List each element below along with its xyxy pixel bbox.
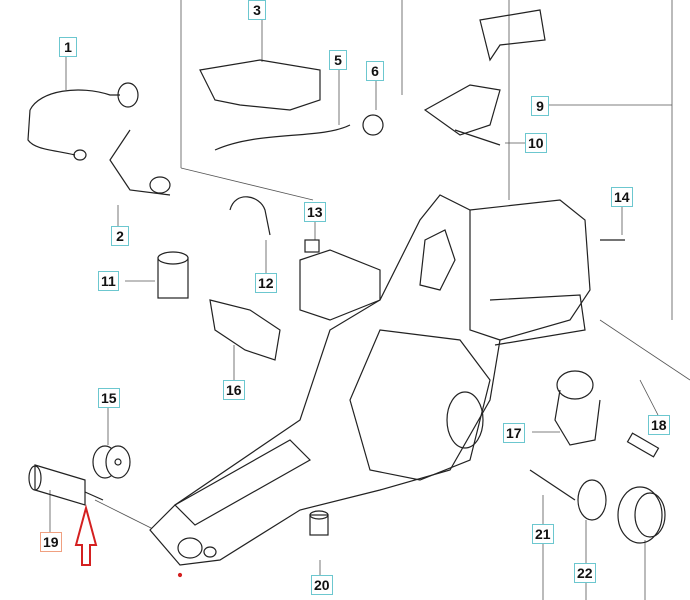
fuel-filter-part-11 (157, 251, 189, 299)
o-ring-part-22 (577, 479, 607, 521)
red-up-arrow (74, 504, 98, 566)
fuel-line-part-2 (109, 129, 171, 196)
cable-part-5 (214, 124, 351, 151)
bushing-part-15 (92, 445, 131, 479)
label-13: 13 (304, 202, 326, 222)
trigger-part-9 (423, 84, 501, 136)
fuel-hose-part-1 (27, 82, 139, 161)
label-22: 22 (574, 563, 596, 583)
crankcase-housing (149, 194, 591, 566)
label-15: 15 (98, 388, 120, 408)
label-11: 11 (98, 271, 119, 291)
label-21: 21 (532, 524, 554, 544)
label-12: 12 (255, 273, 277, 293)
label-19: 19 (40, 532, 62, 552)
label-17: 17 (503, 423, 525, 443)
cover-part-3 (199, 59, 321, 111)
label-10: 10 (525, 133, 547, 153)
leader-lines (49, 0, 690, 600)
oil-cap (617, 486, 666, 544)
rubber-boot-part-17 (554, 370, 601, 446)
label-14: 14 (611, 187, 633, 207)
label-9: 9 (531, 96, 549, 116)
hose-part-12 (229, 196, 271, 236)
guard-part-16 (209, 299, 281, 361)
label-2: 2 (111, 226, 129, 246)
plug-part-20 (309, 510, 329, 536)
label-6: 6 (366, 61, 384, 81)
label-16: 16 (223, 380, 245, 400)
part-6 (362, 114, 384, 136)
pin-part-18 (626, 432, 660, 458)
spring-part-19 (28, 464, 104, 506)
label-1: 1 (59, 37, 77, 57)
grommet-part-13 (304, 239, 320, 253)
label-18: 18 (648, 415, 670, 435)
label-5: 5 (329, 50, 347, 70)
label-3: 3 (248, 0, 266, 20)
label-20: 20 (311, 575, 333, 595)
